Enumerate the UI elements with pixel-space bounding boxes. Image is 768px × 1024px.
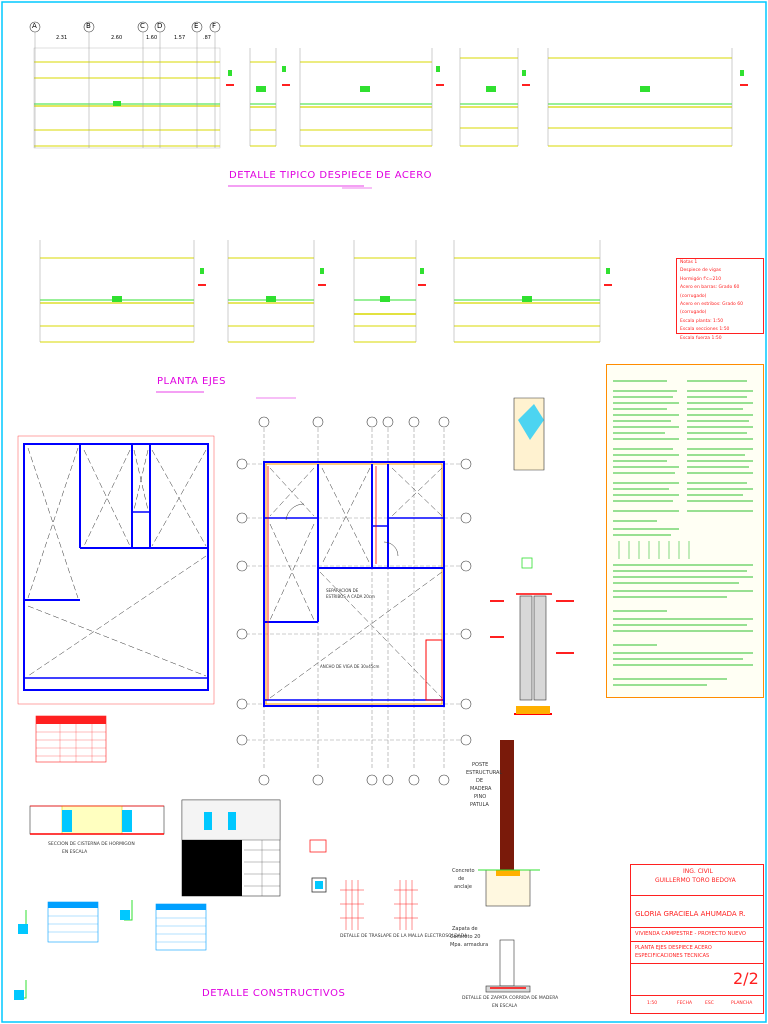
section-markers-top: [228, 66, 744, 76]
column-detail: [490, 397, 574, 715]
roof-plan: [17, 435, 215, 705]
legend-line: Escala planta: 1:50: [680, 318, 724, 324]
legend-line: Escala fuerza 1:50: [680, 335, 722, 341]
axis-letter-d: D: [157, 22, 163, 30]
column-label-6: PATULA: [470, 802, 489, 808]
zapata-label-1: Zapata de: [452, 926, 478, 932]
legend-line: Despiece de vigas: [680, 268, 722, 274]
tb-divider: [631, 963, 763, 964]
legend-line: Escala secciones 1:50: [680, 327, 730, 333]
column-label-5: PINO: [474, 794, 487, 800]
dim-1: 2.31: [56, 35, 68, 41]
column-label-2: ESTRUCTURAL: [466, 770, 503, 776]
org-label: ING. CIVIL: [683, 868, 713, 875]
wall-caption: DETALLE DE TRASLAPE DE LA MALLA ELECTROS…: [340, 934, 468, 939]
constructivos-title: DETALLE CONSTRUCTIVOS: [202, 988, 346, 999]
axis-letter-e: E: [194, 22, 199, 30]
specs-text-lines: [613, 380, 753, 686]
section-caption-1: SECCION DE CISTERNA DE HORMIGON: [48, 842, 135, 847]
beam-elevation-row2-4: [453, 240, 601, 343]
floor-plan: [236, 416, 472, 786]
steel-detail-title: DETALLE TIPICO DESPIECE DE ACERO: [229, 170, 433, 181]
notes-legend: Notas 1 Despiece de vigas Hormigón f'c=2…: [676, 258, 764, 341]
title-block: ING. CIVIL GUILLERMO TORO BEDOYA GLORIA …: [630, 864, 764, 1014]
dim-4: 1.57: [174, 35, 186, 41]
concrete-label-1: Concreto: [452, 868, 475, 874]
dim-3: 1.60: [146, 35, 158, 41]
sheet-desc-2: ESPECIFICACIONES TECNICAS: [635, 953, 710, 959]
column-label-1: POSTE: [472, 762, 489, 768]
beam-elevation-row2-3: [353, 240, 417, 343]
tb-divider: [631, 941, 763, 942]
scale-markers: [256, 187, 372, 399]
sheet-desc-1: PLANTA EJES DESPIECE ACERO: [635, 945, 712, 951]
footing-caption-2: EN ESCALA: [492, 1004, 518, 1009]
sheet-number: 2/2: [733, 969, 759, 988]
legend-line: Acero en estribos: Grado 60 (corrugado): [680, 302, 743, 316]
project-name: VIVIENDA CAMPESTRE - PROYECTO NUEVO: [635, 931, 746, 937]
technical-specifications: [606, 364, 764, 698]
tb-divider: [631, 895, 763, 896]
column-label-3: DE: [476, 778, 484, 784]
cistern-section: [29, 805, 165, 835]
zapata-label-2: Concreto 20: [450, 934, 481, 940]
legend-line: Hormigón f'c=210: [680, 276, 722, 282]
concrete-label-2: de: [458, 876, 465, 882]
beam-elevation-row2-2: [227, 240, 315, 343]
planta-ejes-title: PLANTA EJES: [157, 376, 226, 387]
footing-caption-1: DETALLE DE ZAPATA CORRIDA DE MADERA: [462, 996, 559, 1001]
axis-letter-c: C: [140, 22, 145, 30]
tb-divider: [631, 927, 763, 928]
owner-name: GLORIA GRACIELA AHUMADA R.: [635, 910, 746, 918]
footer-plancha: PLANCHA: [731, 1001, 753, 1006]
electrical-table: [181, 799, 281, 897]
dim-5: .87: [203, 35, 211, 41]
footer-esc: ESC: [705, 1001, 714, 1006]
section-markers-row2: [198, 268, 612, 286]
beam-elevation-3: [299, 48, 433, 147]
beam-elevation-main: [29, 21, 221, 149]
beam-elevation-2: [249, 48, 277, 147]
section-caption-2: EN ESCALA: [62, 850, 88, 855]
column-label-4: MADERA: [470, 786, 492, 792]
footer-date: FECHA: [677, 1001, 693, 1006]
legend-line: Notas 1: [680, 260, 698, 265]
footer-scale: 1:50: [647, 1001, 658, 1006]
axis-letter-f: F: [212, 22, 217, 30]
separacion-label-2: ESTRIBOS A CADA 20cm: [326, 594, 375, 599]
beam-elevation-5: [547, 48, 733, 147]
concrete-label-3: anclaje: [454, 884, 472, 890]
separacion-label-1: SEPARACION DE: [326, 588, 359, 593]
axis-letter-a: A: [32, 22, 37, 30]
small-column-details: [309, 839, 418, 930]
wood-column-footing: [478, 740, 540, 993]
axis-letter-b: B: [86, 22, 91, 30]
zapata-label-3: Mpa. armadura: [450, 942, 489, 948]
dim-2: 2.60: [111, 35, 123, 41]
engineer-name: GUILLERMO TORO BEDOYA: [655, 877, 736, 884]
beam-elevation-row2-1: [39, 240, 195, 343]
section-markers-top-red: [226, 84, 748, 86]
small-tables-bottom: [14, 900, 207, 1000]
quantity-table: [35, 715, 107, 763]
ancho-viga-label: ANCHO DE VIGA DE 30x45cm: [320, 664, 380, 669]
legend-line: Acero en barras: Grado 60 (corrugado): [680, 285, 740, 299]
tb-divider: [631, 995, 763, 996]
beam-elevation-4: [459, 48, 519, 147]
